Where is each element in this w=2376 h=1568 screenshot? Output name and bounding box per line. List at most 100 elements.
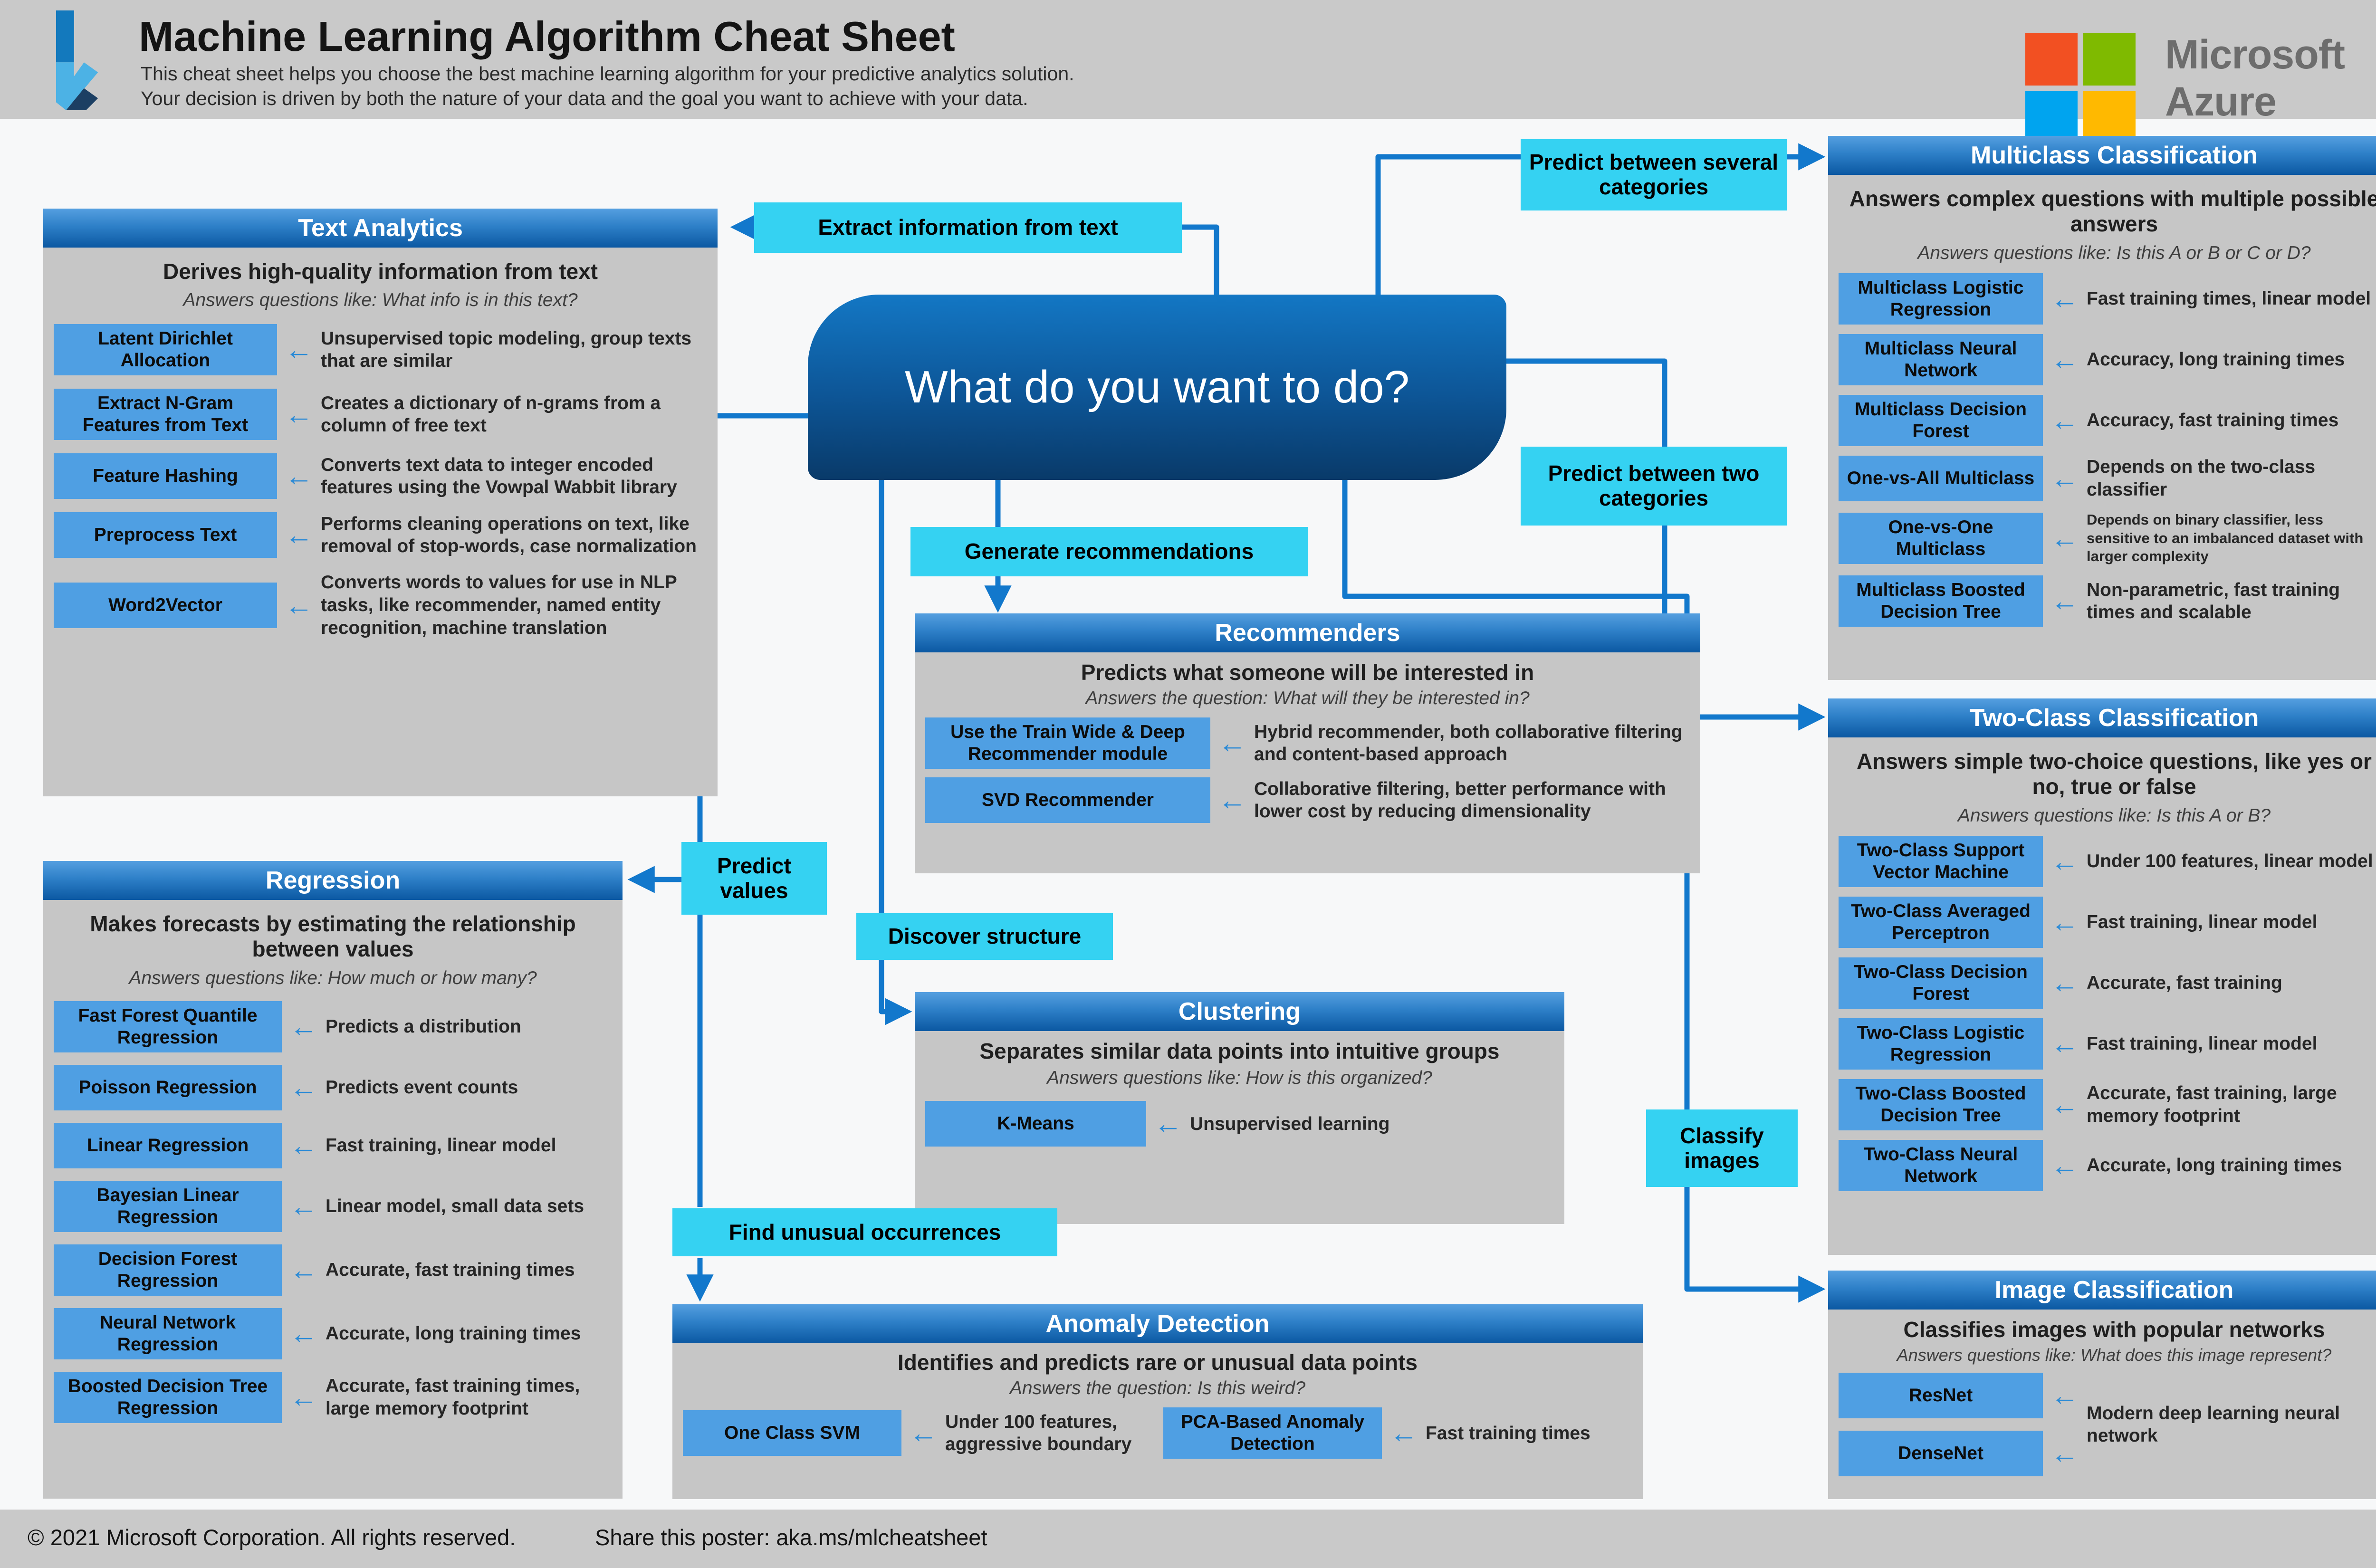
- panel-title: Image Classification: [1828, 1271, 2376, 1310]
- panel-title: Multiclass Classification: [1828, 136, 2376, 175]
- algorithm-row: Two-Class Decision Forest Accurate, fast…: [1839, 957, 2376, 1009]
- decision-classify-images: Classify images: [1646, 1109, 1798, 1187]
- algorithm-desc: Accuracy, long training times: [2087, 349, 2345, 370]
- left-arrow-icon: [285, 335, 313, 364]
- algorithm-desc: Performs cleaning operations on text, li…: [321, 513, 697, 557]
- algorithm-desc: Depends on the two-class classifier: [2087, 457, 2316, 500]
- algorithm-desc: Unsupervised topic modeling, group texts…: [321, 328, 692, 372]
- algorithm-chip: Multiclass Boosted Decision Tree: [1839, 575, 2043, 627]
- algorithm-chip: One Class SVM: [683, 1410, 901, 1456]
- algorithm-row: Bayesian Linear Regression Linear model,…: [54, 1180, 612, 1232]
- algorithm-chip: Bayesian Linear Regression: [54, 1180, 282, 1232]
- algorithm-chip: Latent Dirichlet Allocation: [54, 324, 277, 376]
- panel-sub: Answers questions like: What info is in …: [183, 290, 578, 311]
- left-arrow-icon: [2050, 345, 2079, 374]
- left-arrow-icon: [2050, 1090, 2079, 1119]
- left-arrow-icon: [289, 1073, 318, 1102]
- panel-lead: Answers complex questions with multiple …: [1849, 186, 2376, 237]
- algorithm-desc: Converts words to values for use in NLP …: [321, 572, 677, 638]
- algorithm-chip: K-Means: [925, 1101, 1146, 1147]
- algorithm-chip: ResNet: [1839, 1373, 2043, 1419]
- algorithm-row: Linear Regression Fast training, linear …: [54, 1122, 612, 1168]
- decision-several-categories: Predict between several categories: [1521, 139, 1787, 210]
- algorithm-row: Boosted Decision Tree Regression Accurat…: [54, 1371, 612, 1423]
- left-arrow-icon: [289, 1192, 318, 1221]
- panel-lead: Derives high-quality information from te…: [163, 259, 598, 284]
- panel-two-class-classification: Two-Class Classification Answers simple …: [1828, 698, 2376, 1255]
- panel-title: Anomaly Detection: [672, 1304, 1643, 1343]
- algorithm-row: One-vs-All Multiclass Depends on the two…: [1839, 455, 2376, 501]
- panel-clustering: Clustering Separates similar data points…: [915, 992, 1564, 1224]
- panel-regression: Regression Makes forecasts by estimating…: [43, 861, 623, 1499]
- decision-extract-information: Extract information from text: [754, 202, 1182, 253]
- image-classification-rows: ResNet DenseNet Modern deep learning neu…: [1839, 1373, 2376, 1477]
- algorithm-desc: Fast training times: [1426, 1423, 1590, 1444]
- algorithm-row: Use the Train Wide & Deep Recommender mo…: [925, 717, 1690, 769]
- algorithm-row: One-vs-One Multiclass Depends on binary …: [1839, 511, 2376, 566]
- algorithm-chip: One-vs-All Multiclass: [1839, 455, 2043, 501]
- page-subtitle-line2: Your decision is driven by both the natu…: [141, 87, 1028, 109]
- algorithm-desc: Accurate, long training times: [2087, 1155, 2342, 1176]
- algorithm-desc: Accuracy, fast training times: [2087, 410, 2339, 430]
- panel-title: Two-Class Classification: [1828, 698, 2376, 737]
- left-arrow-icon: [1218, 786, 1246, 814]
- page-subtitle-line1: This cheat sheet helps you choose the be…: [141, 63, 1074, 85]
- algorithm-desc: Fast training times, linear model: [2087, 288, 2371, 309]
- algorithm-row: Multiclass Logistic Regression Fast trai…: [1839, 273, 2376, 325]
- decision-generate-recommendations: Generate recommendations: [910, 527, 1308, 576]
- algorithm-desc: Linear model, small data sets: [326, 1195, 584, 1216]
- panel-sub: Answers the question: What will they be …: [1085, 688, 1530, 709]
- algorithm-desc: Collaborative filtering, better performa…: [1254, 778, 1666, 822]
- algorithm-chip: Two-Class Decision Forest: [1839, 957, 2043, 1009]
- algorithm-chip: PCA-Based Anomaly Detection: [1163, 1407, 1382, 1459]
- footer-share-link: Share this poster: aka.ms/mlcheatsheet: [595, 1525, 987, 1550]
- panel-sub: Answers questions like: What does this i…: [1897, 1345, 2332, 1365]
- algorithm-desc: Modern deep learning neural network: [2087, 1403, 2340, 1446]
- algorithm-desc: Depends on binary classifier, less sensi…: [2087, 511, 2364, 565]
- panel-body: Identifies and predicts rare or unusual …: [672, 1343, 1643, 1499]
- algorithm-row: Two-Class Averaged Perceptron Fast train…: [1839, 896, 2376, 948]
- footer-copyright: © 2021 Microsoft Corporation. All rights…: [28, 1525, 516, 1550]
- algorithm-row: Fast Forest Quantile Regression Predicts…: [54, 1001, 612, 1052]
- left-arrow-icon: [2050, 285, 2079, 313]
- algorithm-chip: Poisson Regression: [54, 1064, 282, 1110]
- left-arrow-icon: [2050, 1373, 2079, 1418]
- algorithm-desc: Fast training, linear model: [2087, 1033, 2318, 1054]
- left-arrow-icon: [2050, 464, 2079, 493]
- panel-lead: Identifies and predicts rare or unusual …: [898, 1350, 1418, 1375]
- left-arrow-icon: [2050, 847, 2079, 876]
- decision-find-unusual: Find unusual occurrences: [672, 1208, 1057, 1256]
- algorithm-row: Two-Class Support Vector Machine Under 1…: [1839, 835, 2376, 887]
- panel-recommenders: Recommenders Predicts what someone will …: [915, 613, 1700, 873]
- left-arrow-icon: [1389, 1419, 1418, 1447]
- panel-lead: Answers simple two-choice questions, lik…: [1857, 749, 2372, 799]
- algorithm-chip: Fast Forest Quantile Regression: [54, 1001, 282, 1052]
- algorithm-row: K-Means Unsupervised learning: [925, 1101, 1554, 1147]
- left-arrow-icon: [285, 400, 313, 429]
- panel-title: Recommenders: [915, 613, 1700, 652]
- left-arrow-icon: [289, 1131, 318, 1160]
- decision-predict-values: Predict values: [681, 842, 827, 915]
- panel-title: Clustering: [915, 992, 1564, 1031]
- left-arrow-icon: [2050, 1151, 2079, 1180]
- left-arrow-icon: [1218, 729, 1246, 757]
- panel-body: Derives high-quality information from te…: [43, 248, 718, 796]
- algorithm-row: Extract N-Gram Features from Text Create…: [54, 389, 707, 440]
- panel-lead: Classifies images with popular networks: [1903, 1317, 2325, 1342]
- left-arrow-icon: [2050, 1431, 2079, 1476]
- algorithm-row: Decision Forest Regression Accurate, fas…: [54, 1244, 612, 1296]
- brand-name: Microsoft Azure: [2165, 32, 2345, 124]
- panel-sub: Answers questions like: How much or how …: [129, 967, 537, 988]
- algorithm-desc: Predicts event counts: [326, 1077, 518, 1098]
- left-arrow-icon: [289, 1319, 318, 1348]
- algorithm-chip: Use the Train Wide & Deep Recommender mo…: [925, 717, 1210, 769]
- algorithm-chip: Multiclass Neural Network: [1839, 334, 2043, 385]
- ms-square-yellow: [2083, 91, 2136, 143]
- left-arrow-icon: [2050, 908, 2079, 937]
- panel-body: Predicts what someone will be interested…: [915, 652, 1700, 873]
- algorithm-row: Multiclass Decision Forest Accuracy, fas…: [1839, 394, 2376, 446]
- algorithm-chip: Multiclass Decision Forest: [1839, 394, 2043, 446]
- left-arrow-icon: [285, 462, 313, 490]
- algorithm-chip: One-vs-One Multiclass: [1839, 512, 2043, 564]
